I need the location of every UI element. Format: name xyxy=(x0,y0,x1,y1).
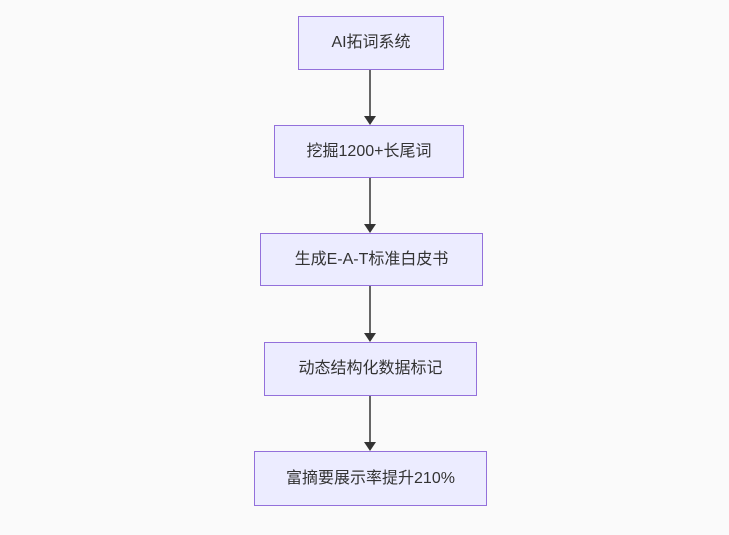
flow-node-label: AI拓词系统 xyxy=(331,34,411,52)
edge-line xyxy=(369,396,371,442)
flow-edge-n2-n3 xyxy=(364,178,376,233)
flow-node-structured-data-markup: 动态结构化数据标记 xyxy=(264,342,477,396)
arrowhead-down-icon xyxy=(364,442,376,451)
flow-edge-n1-n2 xyxy=(364,70,376,125)
edge-line xyxy=(369,286,371,333)
flow-node-label: 生成E-A-T标准白皮书 xyxy=(294,250,449,268)
arrowhead-down-icon xyxy=(364,224,376,233)
edge-line xyxy=(369,178,371,224)
arrowhead-down-icon xyxy=(364,116,376,125)
edge-line xyxy=(369,70,371,116)
flow-node-rich-snippet-uplift: 富摘要展示率提升210% xyxy=(254,451,487,506)
flow-node-ai-expansion-system: AI拓词系统 xyxy=(298,16,444,70)
flow-edge-n3-n4 xyxy=(364,286,376,342)
flow-node-eat-whitepaper: 生成E-A-T标准白皮书 xyxy=(260,233,483,286)
arrowhead-down-icon xyxy=(364,333,376,342)
flow-node-label: 动态结构化数据标记 xyxy=(298,360,443,378)
flow-node-longtail-mining: 挖掘1200+长尾词 xyxy=(274,125,464,178)
flow-edge-n4-n5 xyxy=(364,396,376,451)
flow-node-label: 挖掘1200+长尾词 xyxy=(306,142,432,160)
flow-node-label: 富摘要展示率提升210% xyxy=(286,469,455,487)
